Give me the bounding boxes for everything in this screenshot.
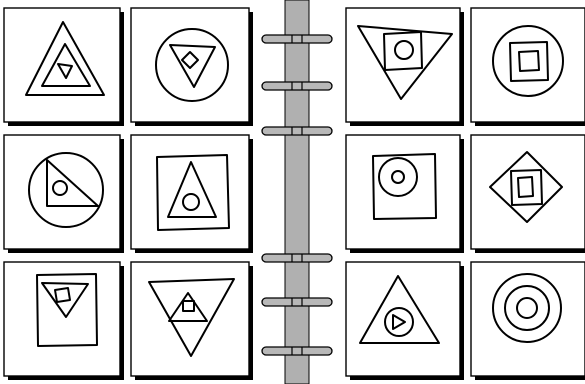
left-card-4 <box>131 135 253 253</box>
left-card-2 <box>131 8 253 126</box>
left-card-5 <box>4 262 124 380</box>
right-card-6 <box>471 262 585 380</box>
binder-ring <box>262 254 332 262</box>
right-card-2 <box>471 8 585 126</box>
binder-spine <box>285 0 309 384</box>
left-card-3 <box>4 135 124 253</box>
binder-ring <box>262 347 332 355</box>
binder-ring <box>262 82 332 90</box>
binder-ring <box>262 298 332 306</box>
left-card-6 <box>131 262 253 380</box>
right-card-1 <box>346 8 464 126</box>
right-card-3 <box>346 135 464 253</box>
right-card-5 <box>346 262 464 380</box>
binder-ring <box>262 127 332 135</box>
left-card-1 <box>4 8 124 126</box>
right-card-4 <box>471 135 585 253</box>
binder-ring <box>262 35 332 43</box>
